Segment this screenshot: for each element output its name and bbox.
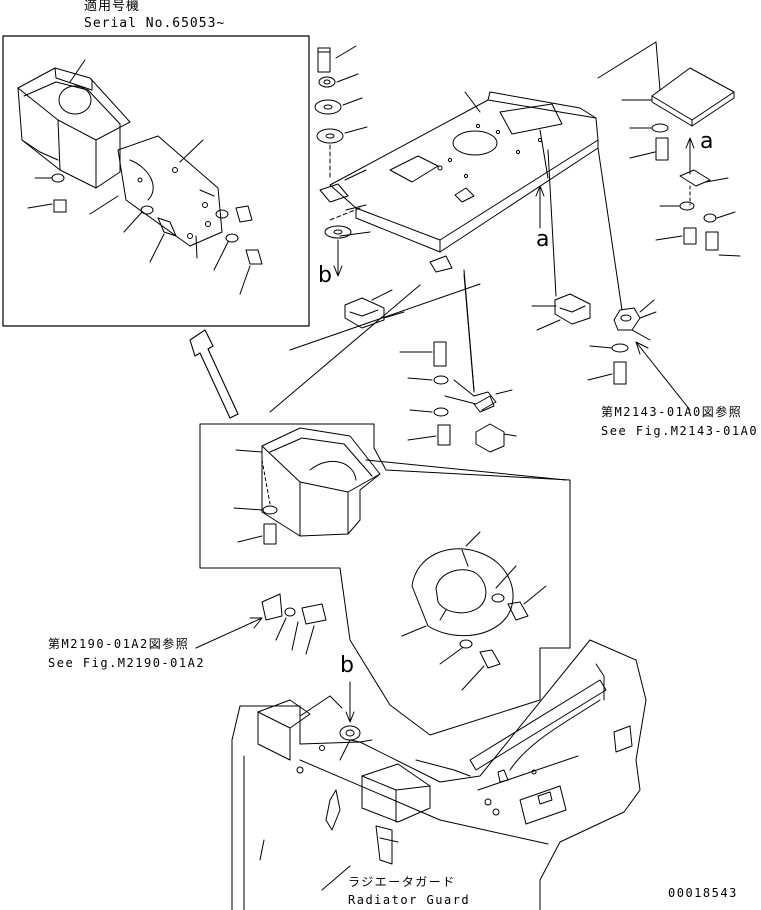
- ref-m2190-jp: 第M2190-01A2図参照: [48, 637, 190, 651]
- lower-round-plate: [401, 531, 547, 691]
- ref-m2190-en: See Fig.M2190-01A2: [48, 656, 206, 670]
- radiator-guard-label-en: Radiator Guard: [348, 893, 471, 907]
- marker-b-lower: b: [340, 653, 354, 678]
- marker-a-cover: a: [700, 129, 713, 154]
- middle-bracket-group: [399, 341, 517, 453]
- lower-duct: [233, 427, 381, 545]
- main-frame-plate: [319, 91, 599, 273]
- frame-leaders: [339, 91, 549, 237]
- frame-washer: [324, 225, 352, 239]
- ref-m2143-jp: 第M2143-01A0図参照: [601, 405, 743, 419]
- arrow-m2190: [195, 617, 263, 649]
- mount-block-left: [344, 289, 405, 329]
- right-bracket: [587, 299, 691, 411]
- inset-applicable-label: 適用号機: [84, 0, 141, 14]
- marker-b-upper: b: [318, 263, 332, 288]
- radiator-guard-label-jp: ラジエータガード: [348, 875, 456, 889]
- ref-m2143-en: See Fig.M2143-01A0: [601, 424, 759, 438]
- connector-lines: [365, 273, 567, 481]
- top-fastener-stack: [314, 45, 368, 181]
- inset-frame: [2, 35, 310, 327]
- marker-a-plate: a: [536, 227, 549, 252]
- mount-block-right: [531, 293, 591, 331]
- small-plate-m2190: [195, 593, 327, 655]
- alignment-lines: [269, 41, 661, 413]
- lower-detail-frame: [199, 423, 571, 736]
- radiator-guard: [231, 639, 647, 910]
- drawing-number: 00018543: [668, 886, 738, 900]
- arrow-a-plate: [535, 185, 545, 229]
- inset-fasteners: [51, 173, 263, 265]
- inset-arrow: [189, 329, 239, 419]
- inset-duct-assembly: [17, 67, 223, 247]
- inset-serial-label: Serial No.65053~: [84, 16, 226, 31]
- arrow-m2143: [635, 341, 691, 411]
- cover-plate: a: [621, 67, 741, 257]
- arrow-b-lower: [345, 681, 355, 723]
- inset-leader-lines: [27, 59, 251, 295]
- arrow-b-upper: [333, 239, 343, 277]
